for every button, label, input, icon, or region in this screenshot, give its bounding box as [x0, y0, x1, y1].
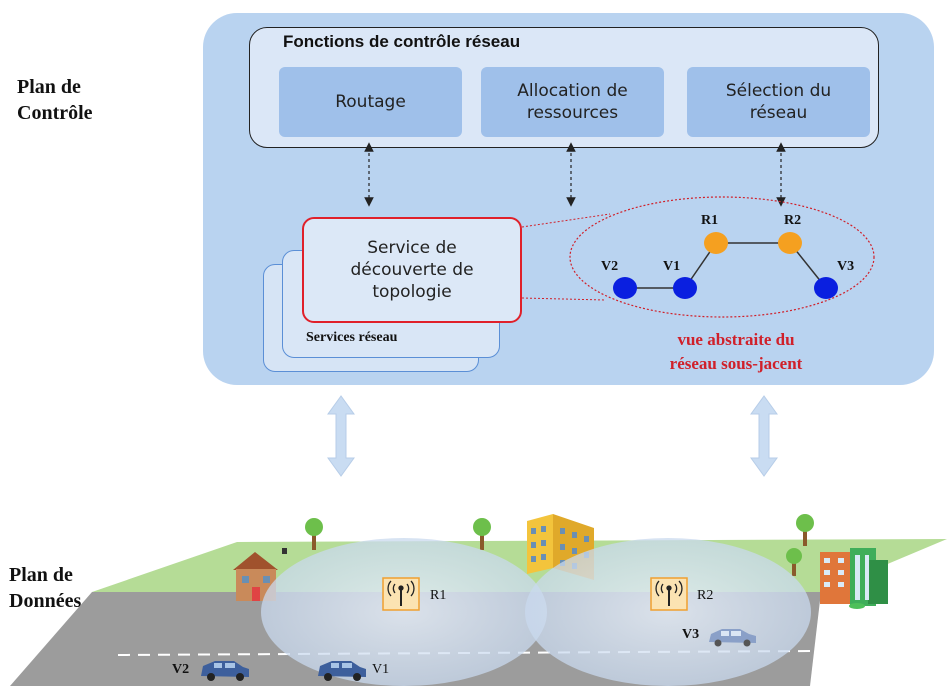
node-label-v1: V1 [663, 259, 680, 274]
plane-arrow-left [327, 395, 355, 477]
routing-label: Routage [335, 92, 406, 112]
node-v3 [814, 277, 838, 299]
network-selection-label-line2: réseau [749, 103, 808, 123]
topology-discovery-service-box: Service de découverte de topologie [302, 217, 522, 323]
car-icon-v1 [318, 661, 366, 681]
apartment-towers-icon [820, 548, 888, 609]
tree-icon [473, 518, 491, 550]
resource-allocation-label-line1: Allocation de [517, 81, 628, 101]
node-r2 [778, 232, 802, 254]
network-services-label: Services réseau [306, 330, 398, 345]
node-label-v3: V3 [837, 259, 854, 274]
control-plane-label: Plan de Contrôle [17, 74, 93, 126]
vehicle-label-v3: V3 [682, 627, 699, 642]
network-selection-function-box: Sélection du réseau [687, 67, 870, 137]
topology-service-line3: topologie [372, 282, 452, 302]
resource-allocation-function-box: Allocation de ressources [481, 67, 664, 137]
tree-icon [786, 548, 802, 576]
node-label-r1: R1 [701, 213, 718, 228]
abstract-view-caption-line1: vue abstraite du [677, 330, 795, 349]
car-icon-v2 [201, 661, 249, 681]
routing-function-box: Routage [279, 67, 462, 137]
abstract-view-caption-line2: réseau sous-jacent [669, 354, 803, 373]
node-label-r2: R2 [784, 213, 801, 228]
node-r1 [704, 232, 728, 254]
antenna-icon-r1 [382, 577, 420, 611]
rsu-label-r1: R1 [430, 588, 446, 603]
vehicle-label-v1: V1 [372, 662, 389, 677]
control-plane-label-line2: Contrôle [17, 102, 93, 124]
tree-icon [305, 518, 323, 550]
coverage-cell-r1 [261, 538, 547, 686]
node-v1 [673, 277, 697, 299]
abstract-view-caption: vue abstraite du réseau sous-jacent [616, 328, 856, 376]
data-plane-label: Plan de Données [9, 562, 81, 614]
coverage-cell-r2 [525, 538, 811, 686]
car-icon-v3 [709, 629, 756, 647]
topology-service-line2: découverte de [350, 260, 474, 280]
data-plane-label-line2: Données [9, 590, 82, 612]
network-selection-label-line1: Sélection du [725, 81, 832, 101]
tree-icon [796, 514, 814, 546]
topology-service-line1: Service de [367, 238, 457, 258]
data-plane-label-line1: Plan de [9, 564, 73, 586]
vehicle-label-v2: V2 [172, 662, 189, 677]
network-control-functions-title: Fonctions de contrôle réseau [283, 32, 521, 51]
plane-arrow-right [750, 395, 778, 477]
callout-line-top [521, 213, 611, 228]
callout-line-bottom [521, 297, 606, 301]
antenna-icon-r2 [650, 577, 688, 611]
node-v2 [613, 277, 637, 299]
control-plane-label-line1: Plan de [17, 76, 81, 98]
abstract-view-ellipse [569, 196, 875, 318]
node-label-v2: V2 [601, 259, 618, 274]
resource-allocation-label-line2: ressources [526, 103, 619, 123]
rsu-label-r2: R2 [697, 588, 713, 603]
